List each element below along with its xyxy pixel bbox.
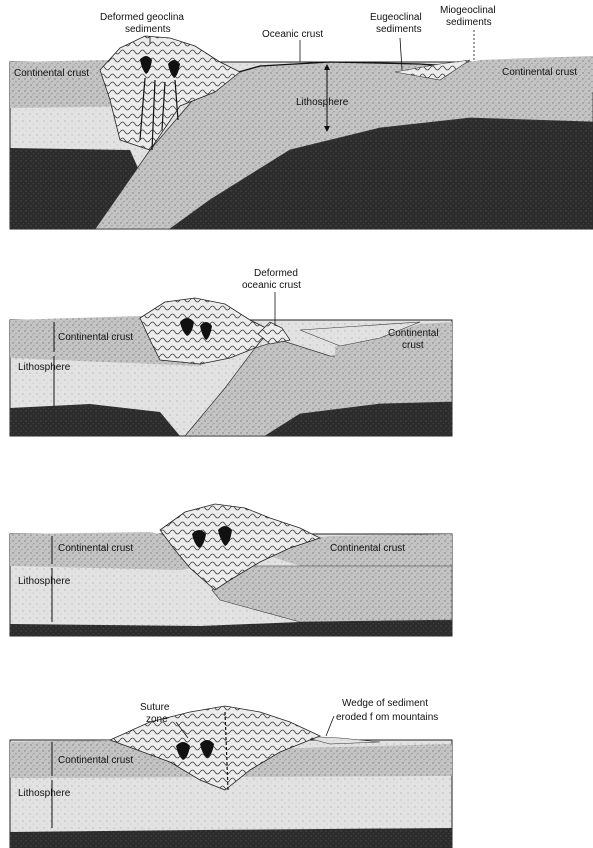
panel-2-label-continental-crust-left: Continental crust <box>58 332 133 343</box>
panel-3-label-continental-crust-right: Continental crust <box>330 543 405 554</box>
panel-4-label-suture-1: Suture <box>140 702 170 713</box>
panel-2-label-continental-crust-right-2: crust <box>402 340 424 351</box>
panel-3-label-lithosphere: Lithosphere <box>18 576 71 587</box>
panel-4-label-suture-2: zone <box>146 714 168 725</box>
panel-1-label-eugeoclinal-2: sediments <box>376 24 422 35</box>
panel-1: Deformed geoclina sediments Oceanic crus… <box>10 5 593 229</box>
panel-1-label-continental-crust-left: Continental crust <box>14 68 89 79</box>
panel-4-label-continental-crust: Continental crust <box>58 755 133 766</box>
panel-2-label-lithosphere: Lithosphere <box>18 362 71 373</box>
panel-3: Continental crust Continental crust Lith… <box>10 504 452 636</box>
panel-2: Deformed oceanic crust Continental crust… <box>10 268 452 436</box>
panel-1-label-continental-crust-right: Continental crust <box>502 67 577 78</box>
panel-3-label-continental-crust-left: Continental crust <box>58 543 133 554</box>
panel-2-label-deformed-oceanic-1: Deformed <box>254 268 298 279</box>
panel-1-label-miogeoclinal-1: Miogeoclinal <box>440 5 496 16</box>
panel-4-leader-wedge <box>326 716 334 736</box>
panel-4-label-wedge-1: Wedge of sediment <box>342 698 428 709</box>
panel-1-label-deformed-geocline-1: Deformed geoclina <box>100 12 184 23</box>
panel-2-label-deformed-oceanic-2: oceanic crust <box>242 280 301 291</box>
panel-1-label-lithosphere: Lithosphere <box>296 97 349 108</box>
panel-4-label-lithosphere: Lithosphere <box>18 788 71 799</box>
panel-4: Suture zone Wedge of sediment eroded f o… <box>10 698 452 848</box>
panel-4-label-wedge-2: eroded f om mountains <box>336 712 438 723</box>
panel-1-label-miogeoclinal-2: sediments <box>446 17 492 28</box>
panel-1-label-deformed-geocline-2: sediments <box>125 24 171 35</box>
panel-2-label-continental-crust-right-1: Continental <box>388 328 439 339</box>
panel-1-label-oceanic-crust: Oceanic crust <box>262 29 323 40</box>
panel-1-label-eugeoclinal-1: Eugeoclinal <box>370 12 422 23</box>
